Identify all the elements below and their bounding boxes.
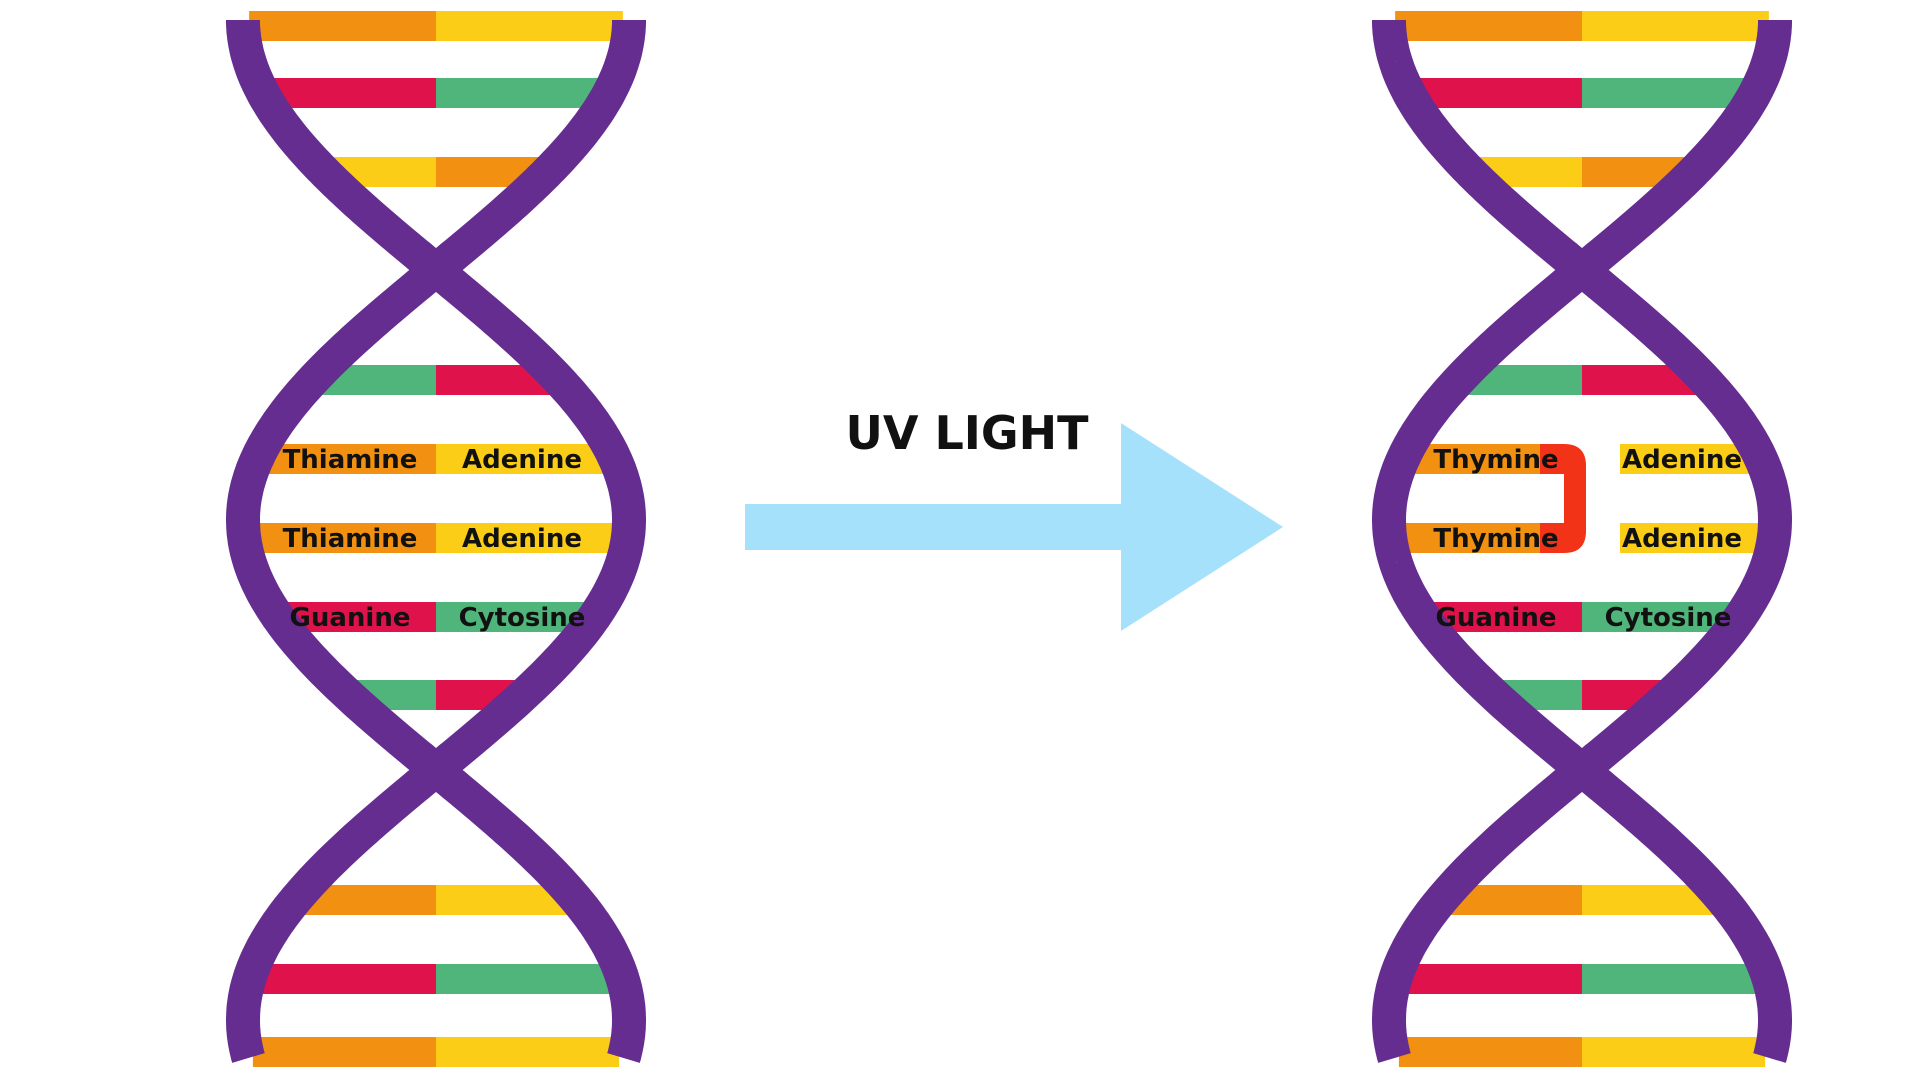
uv-light-label: UV LIGHT — [845, 406, 1089, 460]
base-bar-right — [436, 1037, 620, 1067]
base-bar-right — [436, 11, 623, 41]
base-bar-right — [1582, 78, 1750, 108]
base-pairs — [1395, 11, 1769, 1067]
base-bar-left — [249, 11, 436, 41]
base-bar-right — [436, 78, 604, 108]
thymine-dimer-bond — [1540, 444, 1586, 553]
base-label-right: Adenine — [1622, 524, 1742, 554]
base-label-left: Thiamine — [283, 445, 418, 475]
arrow-shape — [745, 423, 1283, 631]
base-bar-right — [436, 964, 617, 994]
base-bar-left — [263, 444, 436, 474]
backbone-strand-a — [1372, 20, 1792, 1063]
backbone-strand-b — [1372, 20, 1792, 1063]
base-label-right: Adenine — [462, 445, 582, 475]
base-bar-left — [1409, 444, 1542, 474]
base-label-right: Adenine — [1622, 445, 1742, 475]
base-label-right: Adenine — [462, 524, 582, 554]
base-bar-right — [1620, 444, 1755, 474]
base-bar-right — [1582, 964, 1763, 994]
base-bar-right — [436, 523, 622, 553]
base-bar-left — [1429, 602, 1582, 632]
base-label-left: Guanine — [1436, 603, 1557, 633]
base-bar-left — [283, 602, 436, 632]
base-bar-left — [255, 964, 436, 994]
base-bar-left — [252, 1037, 436, 1067]
base-bar-right — [1620, 523, 1768, 553]
base-label-right: Cytosine — [459, 603, 586, 633]
base-label-right: Cytosine — [1605, 603, 1732, 633]
base-label-left: Guanine — [290, 603, 411, 633]
base-bar-right — [1582, 1037, 1766, 1067]
base-bar-left — [1401, 964, 1582, 994]
base-label-left: Thiamine — [283, 524, 418, 554]
base-bar-right — [1582, 11, 1769, 41]
backbone-strand-b — [226, 20, 646, 1063]
base-bar-left — [1396, 523, 1542, 553]
base-bar-right — [436, 602, 589, 632]
base-bar-left — [268, 78, 436, 108]
base-bar-left — [250, 523, 436, 553]
base-bar-left — [1398, 1037, 1582, 1067]
base-bar-left — [1414, 78, 1582, 108]
base-label-left: Thymine — [1433, 524, 1558, 554]
backbone-strand-a — [226, 20, 646, 1063]
uv-arrow: UV LIGHT — [745, 406, 1283, 631]
base-bar-right — [436, 444, 609, 474]
base-label-left: Thymine — [1433, 445, 1558, 475]
base-bar-left — [1395, 11, 1582, 41]
base-bar-right — [1582, 602, 1735, 632]
